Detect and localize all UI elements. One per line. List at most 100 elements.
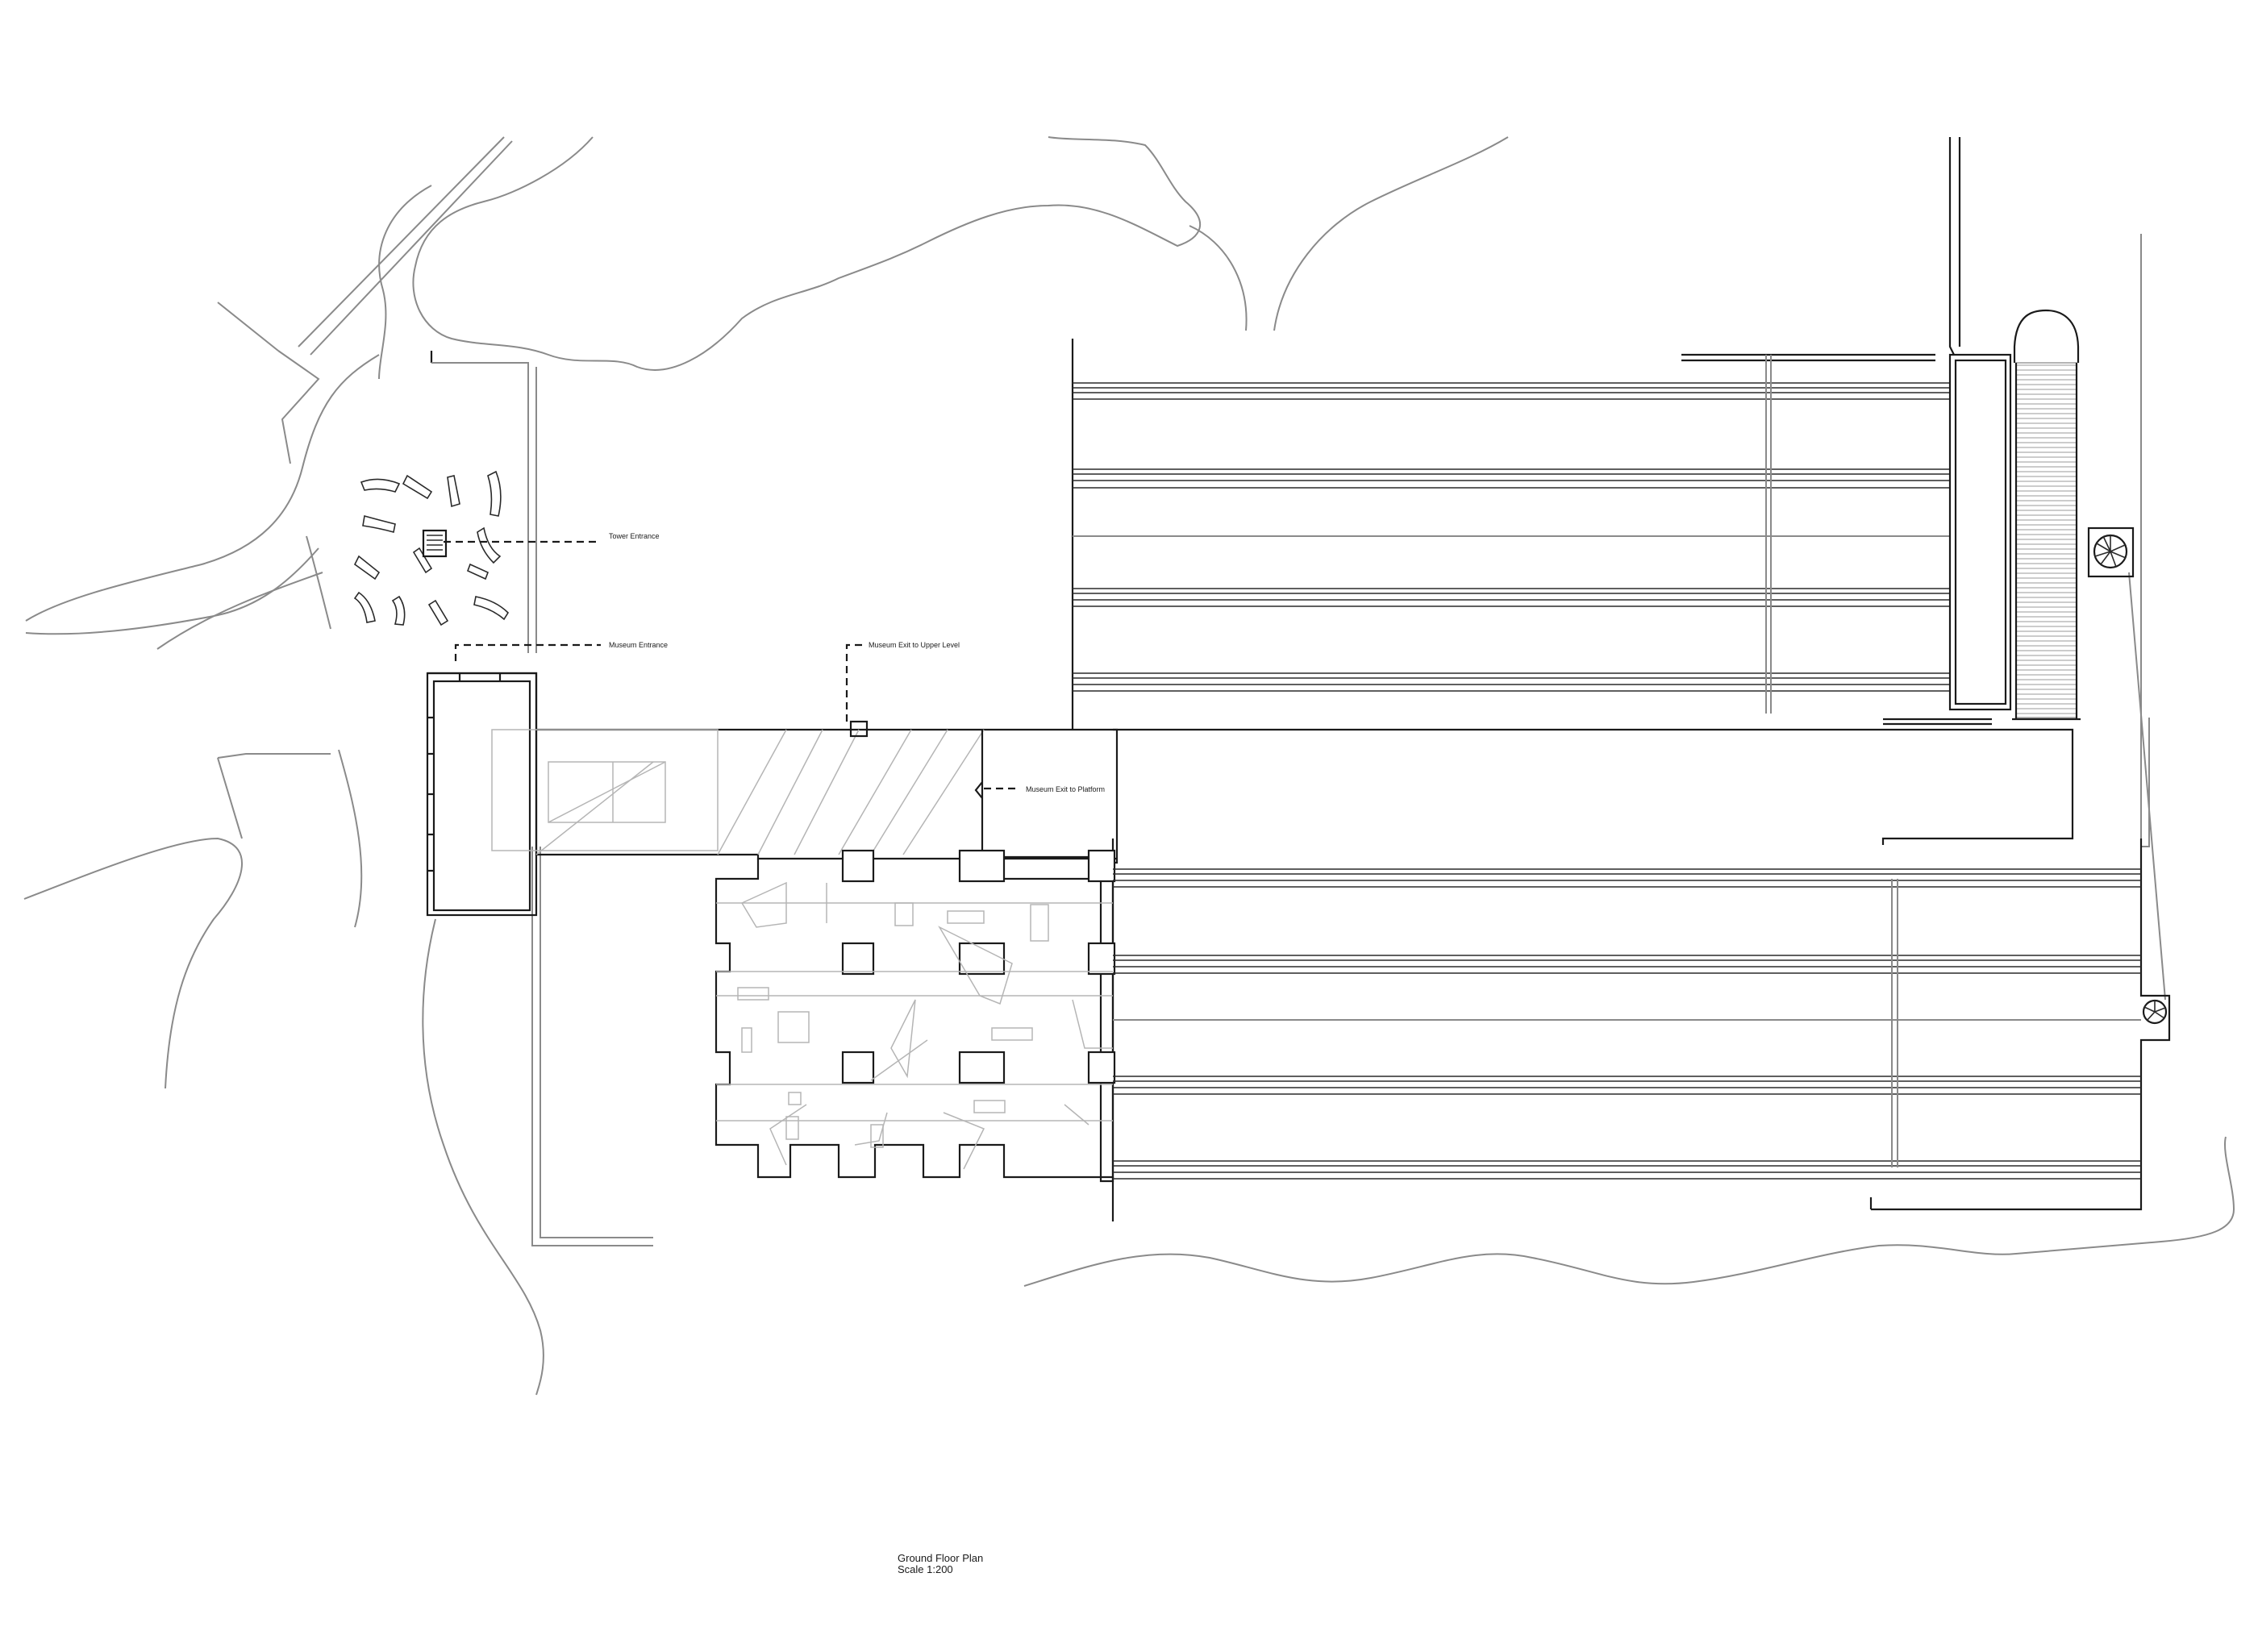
- road-curve-west-2: [25, 547, 319, 635]
- east-edge: [2140, 234, 2150, 847]
- label-museum-entrance: Museum Entrance: [609, 641, 668, 649]
- gallery-folds: [717, 729, 985, 855]
- forecourt: [430, 351, 653, 1246]
- stair-icon: [849, 720, 869, 738]
- leader-museum-exit-upper: [845, 643, 863, 722]
- sculpture-field: [353, 470, 510, 626]
- display-case: [947, 910, 985, 924]
- sculpture: [360, 478, 401, 493]
- platform-north: [1071, 137, 2166, 1001]
- column: [958, 1051, 1006, 1084]
- entrance-windows: [427, 716, 434, 872]
- sculpture: [487, 470, 502, 517]
- museum-outline: [427, 672, 1119, 1183]
- hill-contour-top: [1189, 225, 1248, 331]
- ramp-stroke: [535, 761, 654, 855]
- gallery-south-wall: [535, 730, 1117, 860]
- display-case: [991, 1027, 1033, 1041]
- column: [1087, 849, 1116, 883]
- stair-arch: [2013, 309, 2080, 363]
- track-bands-north: [1073, 382, 1950, 692]
- track-bands-south: [1113, 868, 2141, 1180]
- stair-treads: [427, 535, 443, 551]
- label-museum-exit-upper: Museum Exit to Upper Level: [869, 641, 960, 649]
- entrance-door: [458, 673, 502, 681]
- road-edge-4: [277, 350, 320, 464]
- road-curve-3: [156, 572, 323, 650]
- display-case: [894, 902, 914, 926]
- sculpture: [402, 474, 433, 500]
- drawing-scale: Scale 1:200: [898, 1563, 953, 1575]
- sculpture: [353, 591, 376, 623]
- annotation-leaders: [444, 540, 1020, 790]
- contour-south-river: [1023, 1136, 2235, 1287]
- platform-south-east: [1869, 838, 2171, 1211]
- spiral-stair-frame: [2087, 526, 2135, 578]
- stair-hatched: [2015, 362, 2077, 718]
- sculpture: [362, 514, 396, 534]
- hill-contour-right: [1273, 136, 1509, 331]
- column: [841, 1051, 875, 1084]
- road-edge-2: [310, 140, 513, 356]
- contour-south-west-3: [217, 757, 243, 839]
- hall-grid: [716, 902, 1113, 1121]
- corridor: [1004, 855, 1089, 880]
- ramp-landing: [548, 761, 666, 823]
- column: [958, 849, 1006, 883]
- display-case: [737, 987, 769, 1001]
- platform-north-top: [1681, 353, 1935, 362]
- sculpture: [427, 599, 449, 626]
- label-museum-exit-platform: Museum Exit to Platform: [1026, 785, 1105, 793]
- sculptural-facets: [740, 881, 1113, 1170]
- platform-south: [1111, 728, 2171, 1221]
- column: [1087, 1051, 1116, 1084]
- display-case: [973, 1100, 1006, 1113]
- gallery-partition: [974, 730, 984, 859]
- platform-south-top: [1113, 728, 2074, 845]
- road-curve-west: [25, 354, 380, 622]
- east-diagonal: [2128, 572, 2166, 1001]
- platform-divider: [1765, 355, 1772, 714]
- leader-museum-entrance: [454, 643, 601, 661]
- path-curve: [378, 185, 432, 380]
- road-edge-1: [298, 136, 505, 347]
- sculpture: [353, 555, 381, 580]
- display-case: [788, 1092, 802, 1105]
- column: [841, 849, 875, 883]
- forecourt-boundary: [431, 362, 529, 653]
- entrance-hall-inner: [432, 680, 531, 912]
- display-case: [785, 1116, 799, 1140]
- column: [841, 942, 875, 976]
- contour-south-west-1: [23, 837, 243, 1089]
- column: [1087, 942, 1116, 976]
- drawing-title: Ground Floor Plan: [898, 1552, 984, 1564]
- bridge-deck-inner: [1954, 359, 2007, 705]
- ramp-outline: [491, 729, 719, 851]
- sculpture: [412, 547, 433, 574]
- annotation-labels: Tower Entrance Museum Entrance Museum Ex…: [609, 532, 1105, 793]
- forecourt-boundary-south: [531, 847, 653, 1246]
- sculpture: [447, 475, 460, 508]
- display-case: [1030, 904, 1049, 942]
- display-case: [777, 1011, 810, 1043]
- title-block: Ground Floor Plan Scale 1:200: [898, 1553, 983, 1575]
- forecourt-boundary-south-inner: [540, 847, 653, 1238]
- display-case: [741, 1027, 752, 1053]
- stair-icon: [422, 529, 448, 558]
- landscape-contours: [23, 136, 2235, 1396]
- display-case: [870, 1124, 884, 1148]
- sculpture: [473, 596, 510, 621]
- exhibition-hall-outline: [714, 859, 1114, 1179]
- sculpture: [477, 526, 502, 564]
- vegetation-outline: [412, 136, 1202, 371]
- contour-south-west-2: [217, 753, 331, 759]
- spiral-treads: [2143, 1001, 2166, 1022]
- tower-stair-core: [422, 529, 448, 558]
- stair-frame: [2012, 363, 2081, 721]
- platform-divider: [1891, 879, 1898, 1167]
- forecourt-edge: [338, 749, 363, 928]
- sculpture: [391, 595, 406, 626]
- entrance-hall: [426, 672, 538, 917]
- bridge-rail: [1948, 137, 1961, 356]
